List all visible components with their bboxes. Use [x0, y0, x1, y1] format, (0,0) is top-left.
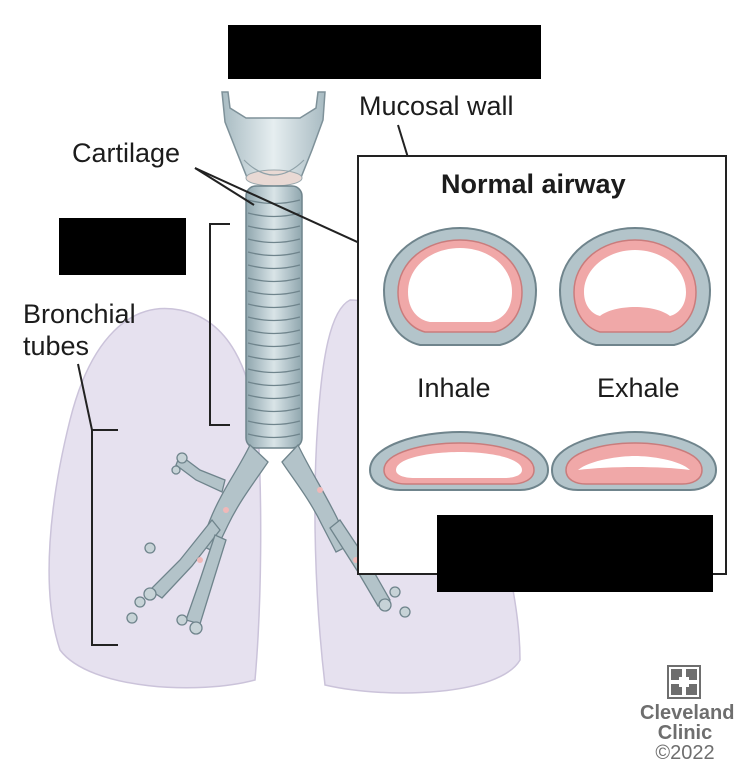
exhale-cross-section: [560, 228, 710, 345]
redacted-inset-label: [437, 515, 713, 592]
normal-airway-title: Normal airway: [441, 168, 626, 200]
cartilage-label: Cartilage: [72, 137, 180, 169]
inhale-label: Inhale: [417, 372, 491, 404]
redacted-title: [228, 25, 541, 79]
redacted-trachea-label: [59, 218, 186, 275]
bronchial-label: Bronchial: [23, 298, 136, 330]
mucosal-wall-label: Mucosal wall: [359, 90, 514, 122]
inhale-cross-section: [384, 228, 536, 345]
tubes-label: tubes: [23, 330, 89, 362]
flattened-airway-right: [552, 432, 716, 490]
exhale-label: Exhale: [597, 372, 680, 404]
logo-copyright: ©2022: [640, 742, 730, 765]
flattened-airway-left: [370, 432, 548, 490]
cleveland-clinic-logo-icon: [667, 665, 701, 699]
